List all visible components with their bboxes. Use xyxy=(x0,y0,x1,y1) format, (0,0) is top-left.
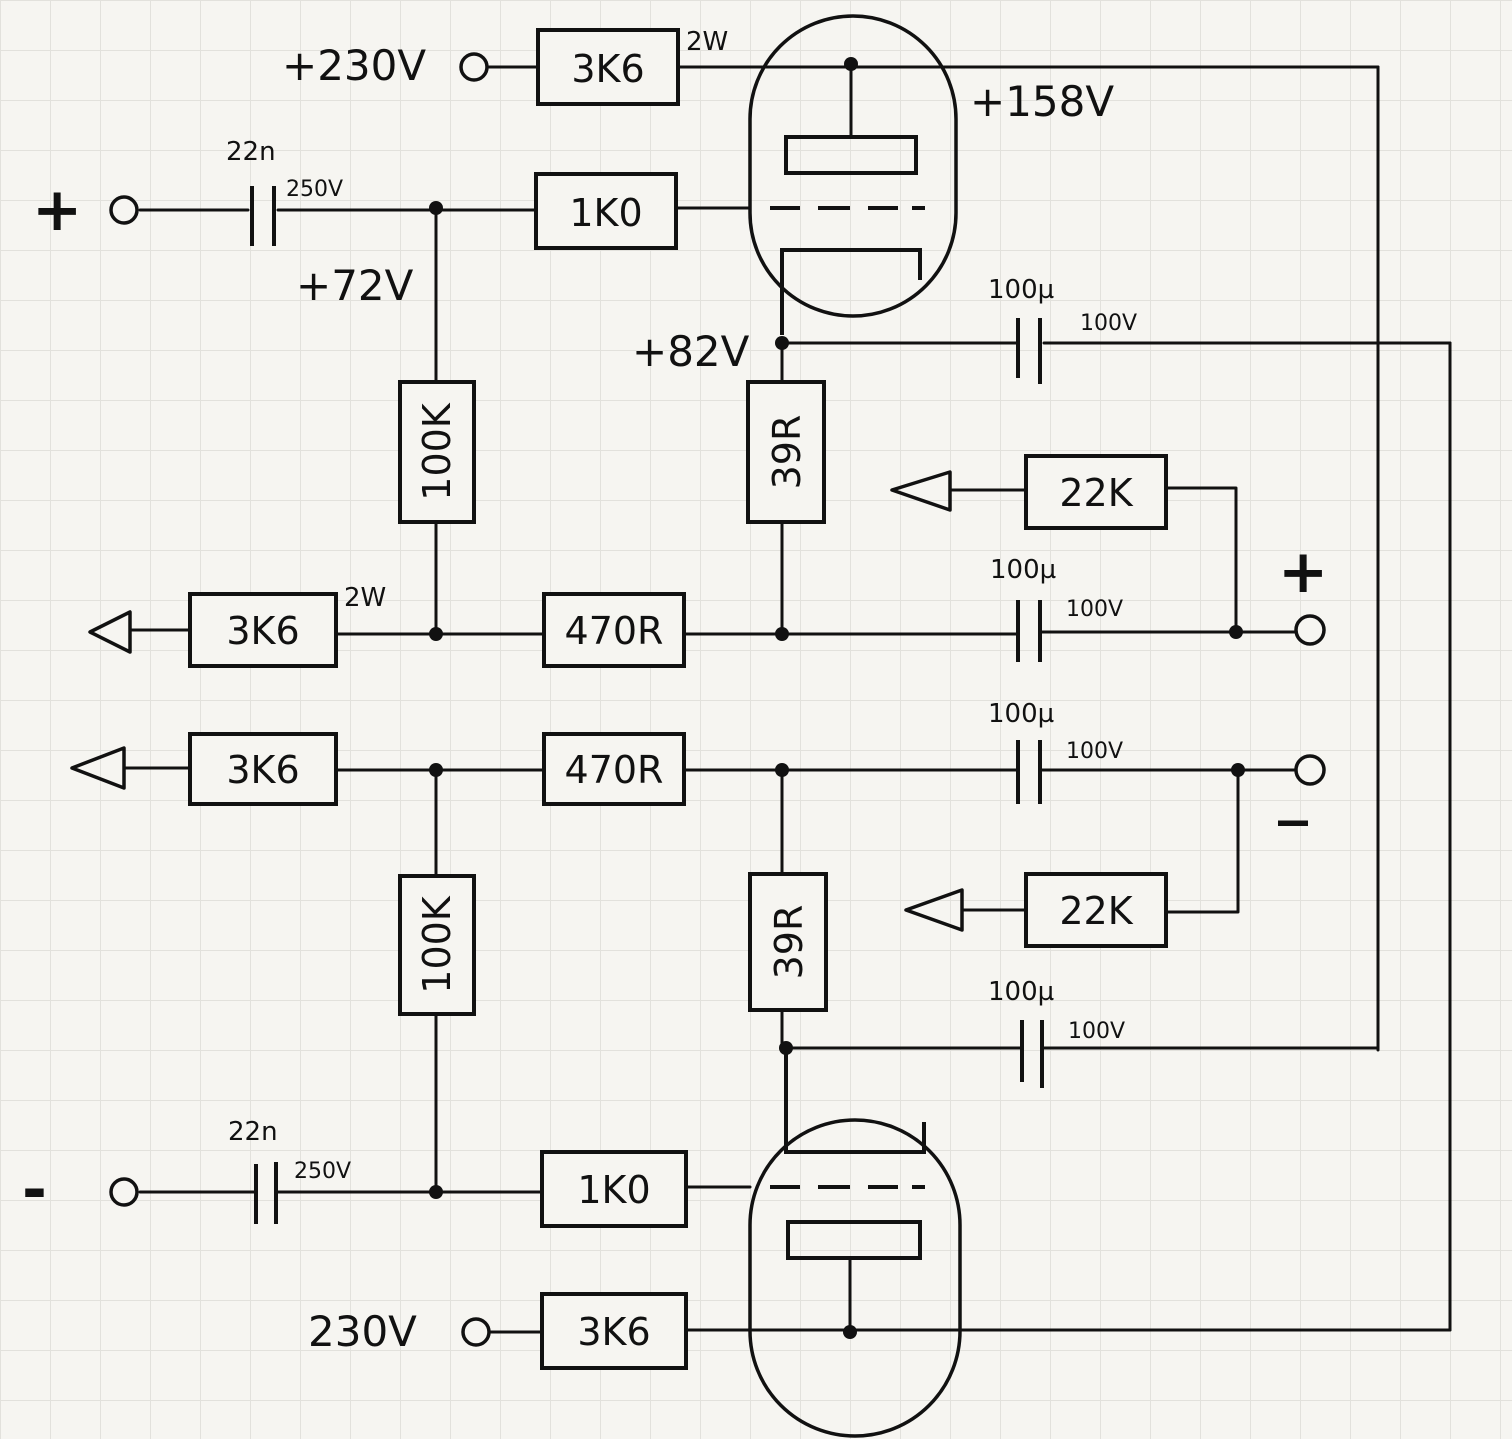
junction-dots xyxy=(429,57,1245,1339)
r-anode-top-value: 3K6 xyxy=(571,47,644,91)
r-cathode-bottom-value: 39R xyxy=(767,905,811,980)
terminal-input-plus xyxy=(109,195,139,225)
cap-fb-top xyxy=(1016,318,1042,384)
r-470-bottom-value: 470R xyxy=(565,748,664,792)
r-load-top-value: 3K6 xyxy=(226,609,299,653)
tube-bottom-internals xyxy=(770,1046,926,1334)
r-grid-bottom-value: 1K0 xyxy=(577,1168,650,1212)
c-fb-top-value: 100µ xyxy=(988,275,1054,305)
label-input-plus: + xyxy=(32,175,82,245)
label-input-minus: - xyxy=(22,1155,47,1225)
label-output-minus: _ xyxy=(1278,757,1308,827)
resistor-bias-bottom xyxy=(398,874,476,1016)
arrow-feedback-top xyxy=(890,470,952,512)
resistor-bias-top xyxy=(398,380,476,524)
tube-top-envelope xyxy=(748,14,958,318)
wires xyxy=(122,65,1452,1334)
r-feedback-bottom-value: 22K xyxy=(1059,889,1133,933)
resistor-load-bottom xyxy=(188,732,338,806)
label-plus-230v: +230V xyxy=(282,41,426,90)
c-out-bottom-voltage: 100V xyxy=(1066,739,1123,764)
label-cathode-voltage: +82V xyxy=(632,327,750,376)
cap-out-bottom xyxy=(1016,740,1042,804)
r-bias-bottom-value: 100K xyxy=(415,895,459,994)
arrow-left-bottom-out xyxy=(70,746,126,790)
resistor-anode-bottom xyxy=(540,1292,688,1370)
c-fb-top-voltage: 100V xyxy=(1080,311,1137,336)
tube-bottom-envelope xyxy=(748,1118,962,1438)
c-out-top-voltage: 100V xyxy=(1066,597,1123,622)
cap-out-top xyxy=(1016,600,1042,662)
resistor-anode-top xyxy=(536,28,680,106)
label-230v: 230V xyxy=(308,1307,417,1356)
c-in-top-voltage: 250V xyxy=(286,177,343,202)
terminal-input-minus xyxy=(109,1177,139,1207)
terminal-230v xyxy=(461,1317,491,1347)
terminal-output-minus xyxy=(1294,754,1326,786)
r-anode-top-power: 2W xyxy=(686,27,728,57)
r-feedback-top-value: 22K xyxy=(1059,471,1133,515)
tube-top-internals xyxy=(770,60,925,335)
r-grid-top-value: 1K0 xyxy=(569,191,642,235)
r-470-top-value: 470R xyxy=(565,609,664,653)
resistor-feedback-top xyxy=(1024,454,1168,530)
terminals xyxy=(109,52,1326,1347)
terminal-plus-230v xyxy=(459,52,489,82)
capacitors xyxy=(250,186,1044,1224)
r-anode-bottom-value: 3K6 xyxy=(577,1310,650,1354)
label-output-plus: + xyxy=(1278,537,1328,607)
terminal-output-plus xyxy=(1294,614,1326,646)
label-anode-voltage: +158V xyxy=(970,77,1114,126)
cap-fb-bottom xyxy=(1020,1020,1044,1088)
c-in-top-value: 22n xyxy=(226,137,276,167)
resistor-load-top xyxy=(188,592,338,668)
c-fb-bottom-voltage: 100V xyxy=(1068,1019,1125,1044)
resistor-grid-top xyxy=(534,172,678,250)
label-grid-voltage: +72V xyxy=(296,261,414,310)
resistor-cathode-top xyxy=(746,380,826,524)
resistor-grid-bottom xyxy=(540,1150,688,1228)
r-bias-top-value: 100K xyxy=(415,402,459,501)
resistor-470-bottom xyxy=(542,732,686,806)
cap-in-top xyxy=(250,186,276,246)
arrows xyxy=(70,470,964,932)
resistors xyxy=(188,28,1168,1370)
r-cathode-top-value: 39R xyxy=(765,415,809,490)
c-in-bottom-voltage: 250V xyxy=(294,1159,351,1184)
r-load-bottom-value: 3K6 xyxy=(226,748,299,792)
arrow-left-top-out xyxy=(88,610,132,654)
cap-in-bottom xyxy=(254,1162,278,1224)
c-in-bottom-value: 22n xyxy=(228,1117,278,1147)
c-fb-bottom-value: 100µ xyxy=(988,977,1054,1007)
c-out-bottom-value: 100µ xyxy=(988,699,1054,729)
arrow-feedback-bottom xyxy=(904,888,964,932)
resistor-feedback-bottom xyxy=(1024,872,1168,948)
c-out-top-value: 100µ xyxy=(990,555,1056,585)
r-load-top-power: 2W xyxy=(344,583,386,613)
resistor-cathode-bottom xyxy=(748,872,828,1012)
resistor-470-top xyxy=(542,592,686,668)
